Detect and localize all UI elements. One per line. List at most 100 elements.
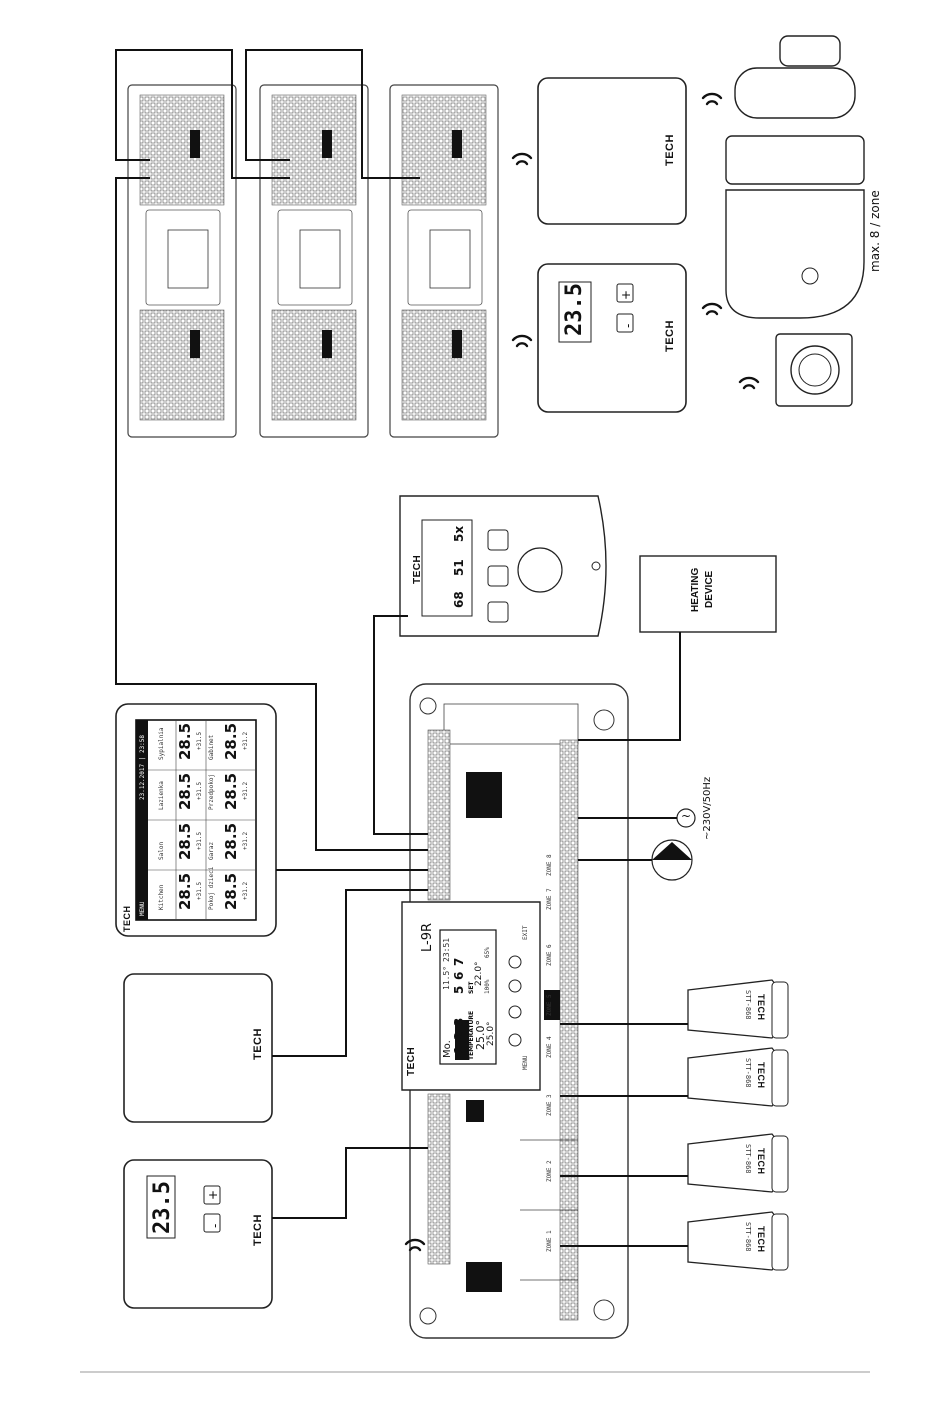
wired-thermostat-digital (123, 1159, 273, 1309)
actuator-brand-4: TECH (756, 994, 766, 1021)
pump-symbol (651, 839, 693, 881)
zone-name-2: Salon (158, 841, 165, 860)
zone-label-5: ZONE 5 (546, 994, 553, 1016)
wired-thermostat-minus[interactable]: - (208, 1223, 222, 1228)
heating-device-label-2: DEVICE (704, 570, 715, 608)
actuator-label-3: STT-868 (744, 1058, 752, 1088)
brand-wired-thermostat: TECH (252, 1214, 264, 1246)
zone-label-4: ZONE 4 (546, 1036, 553, 1058)
controller-opening: 100% (484, 979, 491, 994)
brand-wired-sensor: TECH (252, 1028, 264, 1060)
controller-time: 23:51 (442, 937, 451, 962)
zone-number-3: 3 (452, 1017, 466, 1026)
brand-touch-panel: TECH (122, 905, 132, 933)
zone-set-7: +31.2 (242, 781, 249, 800)
actuator-label-1: STT-868 (744, 1222, 752, 1252)
wireless-thermostat-value: 23.5 (562, 283, 587, 336)
wireless-valve-actuator (725, 135, 865, 319)
sensor-max-label: max. 8 / zone (868, 190, 882, 272)
expansion-module-2 (259, 84, 369, 438)
wireless-thermostat-plus[interactable]: + (619, 289, 633, 300)
actuator-label-2: STT-868 (744, 1144, 752, 1174)
touch-panel (115, 703, 277, 937)
actuator-3 (687, 1047, 789, 1107)
brand-room-panel: TECH (412, 554, 423, 584)
brand-controller: TECH (406, 1046, 417, 1076)
zone-temp-3: 28.5 (176, 772, 194, 810)
zone-temp-1: 28.5 (176, 872, 194, 910)
zone-label-6: ZONE 6 (546, 944, 553, 966)
actuator-2 (687, 1133, 789, 1193)
wired-thermostat-value: 23.5 (150, 1181, 175, 1234)
expansion-module-3 (389, 84, 499, 438)
zone-temp-5: 28.5 (222, 872, 240, 910)
zone-set-8: +31.2 (242, 731, 249, 750)
actuator-brand-2: TECH (756, 1148, 766, 1175)
zone-name-1: Kitchen (158, 884, 165, 910)
wired-thermostat-plus[interactable]: + (206, 1189, 220, 1200)
actuator-4 (687, 979, 789, 1039)
expansion-module-1 (127, 84, 237, 438)
heating-device-label-1: HEATING (690, 567, 701, 612)
zone-temp-4: 28.5 (176, 722, 194, 760)
wireless-thermostat-digital (537, 263, 687, 413)
zone-number-5: 5 (452, 985, 466, 994)
floor-sensor (775, 333, 853, 407)
zone-label-2: ZONE 2 (546, 1160, 553, 1182)
controller-floor-temp: 25.0° (486, 1021, 496, 1046)
controller-exit-button[interactable]: EXIT (522, 925, 529, 940)
zone-label-3: ZONE 3 (546, 1094, 553, 1116)
wireless-thermostat-minus[interactable]: - (621, 323, 635, 328)
zone-name-5: Pokoj dzieci (208, 866, 215, 910)
power-label: ~230V/50Hz (702, 776, 713, 840)
window-sensor (734, 35, 856, 119)
zone-set-6: +31.2 (242, 831, 249, 850)
actuators (687, 979, 789, 1271)
zone-number-1: 1 (452, 1045, 466, 1054)
touch-panel-date: 23.12.2017 | 23:58 (139, 734, 146, 800)
room-control-panel (399, 495, 607, 637)
brand-wireless-thermostat: TECH (664, 320, 676, 352)
actuator-1 (687, 1211, 789, 1271)
wires (115, 49, 688, 1247)
power-symbol-text: ~ (681, 809, 692, 823)
controller-model: L-9R (420, 922, 435, 952)
zone-name-7: Przedpokoj (208, 773, 215, 810)
zone-set-4: +31.5 (196, 731, 203, 750)
room-panel-value-1: 68 (452, 591, 466, 608)
zone-set-2: +31.5 (196, 831, 203, 850)
controller-set-temp: 22.0° (474, 961, 484, 986)
room-panel-value-2: 51 (452, 559, 466, 576)
wired-room-sensor (123, 973, 273, 1123)
zone-name-6: Garaz (208, 841, 215, 860)
zone-number-6: 6 (452, 971, 466, 980)
zone-label-7: ZONE 7 (546, 888, 553, 910)
main-controller-l9r (401, 683, 629, 1339)
zone-number-7: 7 (452, 957, 466, 966)
controller-menu-button[interactable]: MENU (522, 1055, 529, 1070)
room-panel-value-3: 5x (452, 525, 466, 542)
zone-name-8: Gabinet (208, 734, 215, 760)
actuator-brand-3: TECH (756, 1062, 766, 1089)
wireless-room-sensor (537, 77, 687, 225)
actuator-label-4: STT-868 (744, 990, 752, 1020)
zone-set-3: +31.5 (196, 781, 203, 800)
zone-temp-7: 28.5 (222, 772, 240, 810)
zone-temp-6: 28.5 (222, 822, 240, 860)
zone-temp-8: 28.5 (222, 722, 240, 760)
touch-panel-menu[interactable]: MENU (139, 901, 146, 916)
actuator-brand-1: TECH (756, 1226, 766, 1253)
controller-outdoor-temp: 11.5° (442, 965, 451, 990)
zone-set-5: +31.2 (242, 881, 249, 900)
brand-wireless-sensor: TECH (664, 134, 676, 166)
zone-label-8: ZONE 8 (546, 854, 553, 876)
zone-number-2: 2 (452, 1031, 466, 1040)
wireless-signal-icons (404, 92, 760, 1252)
zone-temp-2: 28.5 (176, 822, 194, 860)
zone-set-1: +31.5 (196, 881, 203, 900)
zone-label-1: ZONE 1 (546, 1230, 553, 1252)
controller-humidity: 65% (484, 947, 491, 958)
heating-device (639, 555, 777, 633)
